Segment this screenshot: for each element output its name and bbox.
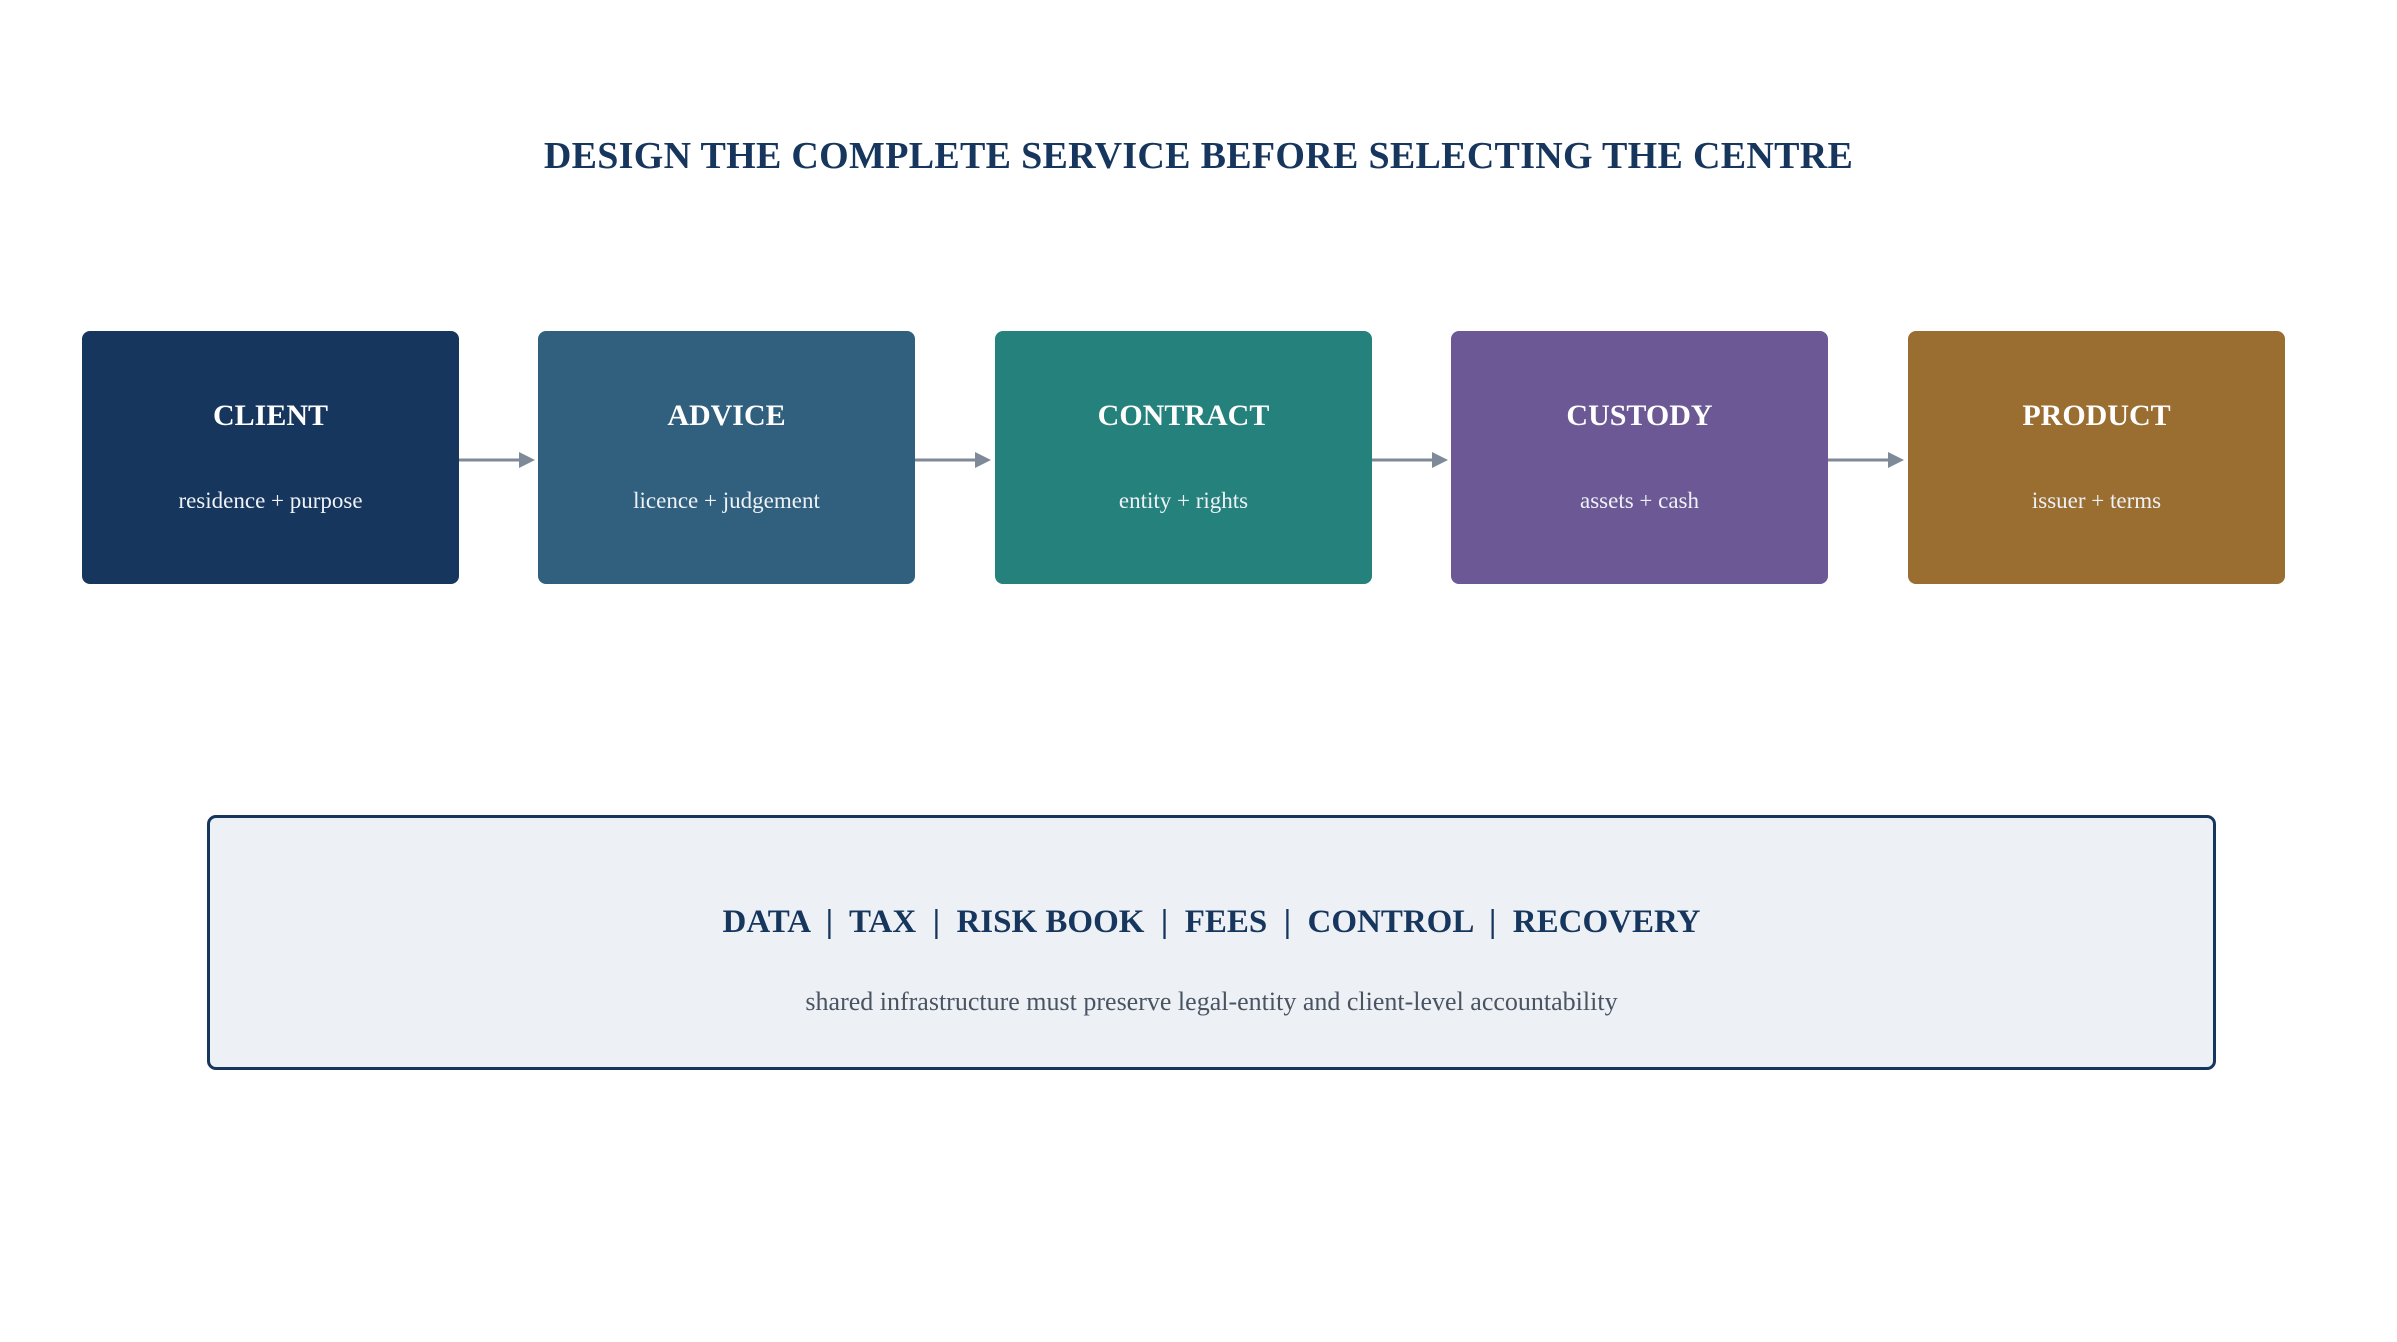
step-client-label: CLIENT bbox=[212, 399, 329, 432]
arrow-contract-to-custody bbox=[1372, 452, 1448, 468]
infrastructure-topics: DATA | TAX | RISK BOOK | FEES | CONTROL … bbox=[722, 904, 1701, 940]
step-contract-box: CONTRACT entity + rights bbox=[995, 331, 1372, 584]
step-client-subtitle: residence + purpose bbox=[178, 488, 363, 513]
arrow-custody-to-product bbox=[1828, 452, 1904, 468]
step-advice-box: ADVICE licence + judgement bbox=[538, 331, 915, 584]
step-product-box: PRODUCT issuer + terms bbox=[1908, 331, 2285, 584]
step-product-label: PRODUCT bbox=[2022, 399, 2171, 432]
diagram-title: DESIGN THE COMPLETE SERVICE BEFORE SELEC… bbox=[543, 135, 1854, 177]
step-contract-subtitle: entity + rights bbox=[1118, 488, 1249, 513]
shared-infrastructure-panel: DATA | TAX | RISK BOOK | FEES | CONTROL … bbox=[207, 815, 2216, 1070]
step-product-subtitle: issuer + terms bbox=[2031, 488, 2162, 513]
step-advice-label: ADVICE bbox=[667, 399, 786, 432]
step-custody-box: CUSTODY assets + cash bbox=[1451, 331, 1828, 584]
infrastructure-note: shared infrastructure must preserve lega… bbox=[805, 987, 1618, 1016]
step-custody-label: CUSTODY bbox=[1566, 399, 1713, 432]
arrow-client-to-advice bbox=[459, 452, 535, 468]
step-custody-subtitle: assets + cash bbox=[1580, 488, 1699, 513]
arrow-advice-to-contract bbox=[915, 452, 991, 468]
step-advice-subtitle: licence + judgement bbox=[633, 488, 820, 513]
step-contract-label: CONTRACT bbox=[1097, 399, 1270, 432]
step-client-box: CLIENT residence + purpose bbox=[82, 331, 459, 584]
